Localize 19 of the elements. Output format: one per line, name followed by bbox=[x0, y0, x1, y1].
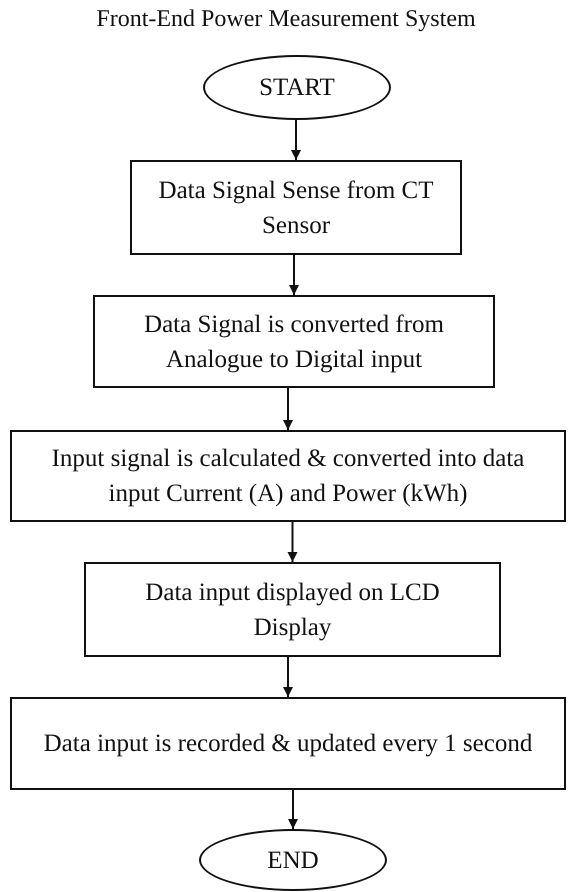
process-box bbox=[93, 295, 495, 388]
process-box bbox=[84, 562, 501, 657]
diagram-title: Front-End Power Measurement System bbox=[95, 6, 477, 33]
process-box bbox=[10, 697, 566, 790]
node-text: Data Signal is converted from Analogue to Digital input bbox=[143, 310, 445, 374]
arrow bbox=[291, 120, 301, 160]
node-text: START bbox=[259, 73, 335, 103]
process-box bbox=[10, 430, 566, 522]
node-text: Input signal is calculated & converted into data input Current (A) and Power (kWh) bbox=[50, 444, 526, 509]
arrow bbox=[283, 388, 293, 430]
node-text: Data Signal Sense from CT Sensor bbox=[158, 176, 434, 240]
node-text: END bbox=[267, 846, 319, 876]
arrow bbox=[288, 790, 298, 829]
arrow bbox=[288, 522, 298, 562]
process-box bbox=[130, 160, 462, 255]
node-text: Data input displayed on LCD Display bbox=[144, 578, 441, 642]
arrow bbox=[283, 657, 293, 697]
arrow bbox=[289, 255, 299, 295]
node-text: Data input is recorded & updated every 1 second bbox=[44, 729, 532, 759]
